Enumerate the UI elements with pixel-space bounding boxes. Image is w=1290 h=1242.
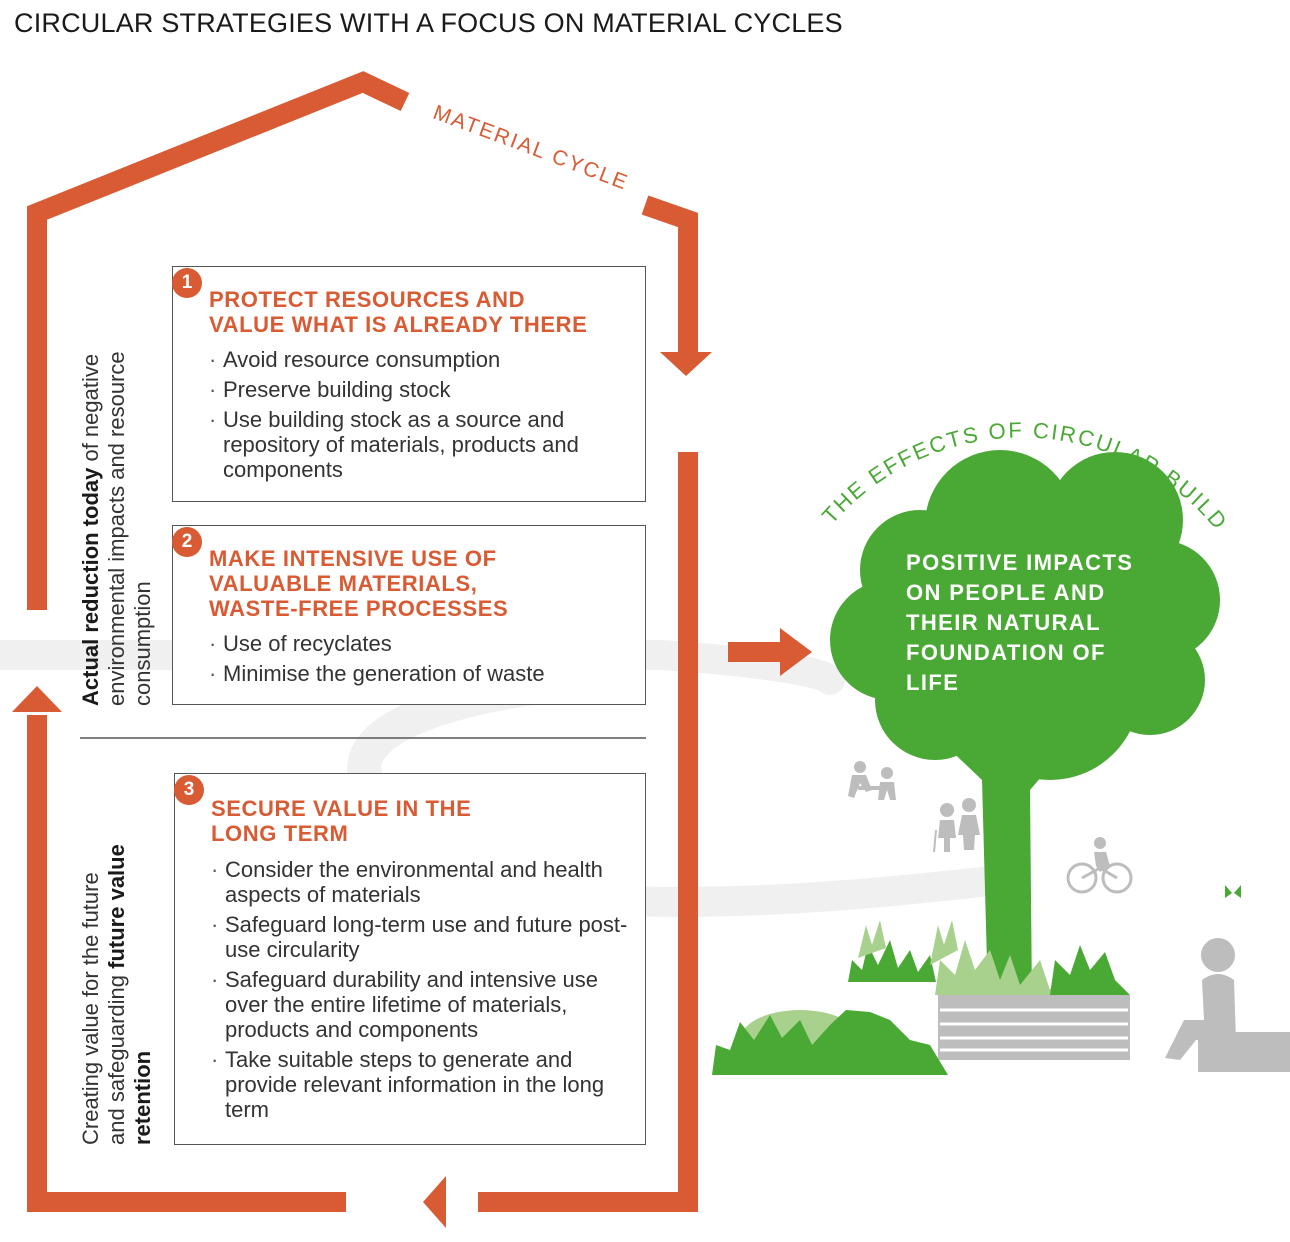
strategy-title-3: SECURE VALUE IN THE LONG TERM bbox=[211, 796, 472, 846]
tree bbox=[830, 450, 1220, 1000]
side-label-lower-line3: retention bbox=[130, 1050, 155, 1145]
strategy-number-3: 3 bbox=[174, 775, 204, 805]
strategy-box-3: SECURE VALUE IN THE LONG TERM Consider t… bbox=[174, 773, 646, 1145]
list-item: Safeguard long-term use and future post-… bbox=[211, 912, 636, 962]
list-item: Take suitable steps to generate and prov… bbox=[211, 1047, 636, 1122]
cycle-arrowhead-up bbox=[12, 686, 62, 712]
strategy-list-3: Consider the environmental and health as… bbox=[211, 857, 636, 1127]
side-label-upper-bold: Actual reduction today bbox=[78, 467, 103, 706]
effects-arrow bbox=[728, 628, 812, 676]
strategy-list-1: Avoid resource consumption Preserve buil… bbox=[209, 347, 629, 487]
material-cycle-label: MATERIAL CYCLE bbox=[430, 101, 632, 195]
side-label-lower-plain: and safeguarding bbox=[104, 968, 129, 1145]
cycle-arrowhead-down bbox=[660, 352, 712, 376]
strategy-box-1: PROTECT RESOURCES AND VALUE WHAT IS ALRE… bbox=[172, 266, 646, 502]
strategy-number-2: 2 bbox=[172, 527, 202, 557]
strategy-number-1: 1 bbox=[172, 268, 202, 298]
people-at-table-icon bbox=[848, 761, 896, 800]
side-label-lower-bold: future value bbox=[104, 844, 129, 969]
list-item: Minimise the generation of waste bbox=[209, 661, 629, 686]
side-label-upper: Actual reduction today of negative envir… bbox=[78, 351, 156, 706]
strategy-list-2: Use of recyclates Minimise the generatio… bbox=[209, 631, 629, 691]
list-item: Preserve building stock bbox=[209, 377, 629, 402]
list-item: Consider the environmental and health as… bbox=[211, 857, 636, 907]
cycle-arrowhead-left bbox=[423, 1176, 446, 1228]
tree-trunk bbox=[940, 725, 1066, 1000]
side-label-upper-rest: of negative bbox=[78, 353, 103, 468]
butterfly-icon bbox=[1225, 885, 1241, 898]
side-label-upper-line3: consumption bbox=[130, 581, 155, 706]
elderly-couple-icon bbox=[933, 798, 980, 853]
tree-crown-text: POSITIVE IMPACTS ON PEOPLE AND THEIR NAT… bbox=[906, 550, 1134, 695]
material-cycle-outline bbox=[27, 71, 698, 1212]
strategy-title-2: MAKE INTENSIVE USE OF VALUABLE MATERIALS… bbox=[209, 546, 509, 621]
bush-icon bbox=[712, 920, 958, 1075]
strategy-title-1: PROTECT RESOURCES AND VALUE WHAT IS ALRE… bbox=[209, 287, 588, 337]
page-title: CIRCULAR STRATEGIES WITH A FOCUS ON MATE… bbox=[14, 8, 843, 38]
strategy-box-2: MAKE INTENSIVE USE OF VALUABLE MATERIALS… bbox=[172, 525, 646, 705]
list-item: Use building stock as a source and repos… bbox=[209, 407, 629, 482]
side-label-upper-line2: environmental impacts and resource bbox=[104, 351, 129, 706]
sitting-person-icon bbox=[1165, 938, 1290, 1072]
list-item: Use of recyclates bbox=[209, 631, 629, 656]
tree-crown bbox=[830, 450, 1220, 780]
list-item: Safeguard durability and intensive use o… bbox=[211, 967, 636, 1042]
side-label-lower: Creating value for the future and safegu… bbox=[78, 844, 156, 1145]
cyclist-icon bbox=[1066, 837, 1133, 894]
side-label-lower-line1: Creating value for the future bbox=[78, 872, 103, 1145]
planter-icon bbox=[935, 940, 1130, 1060]
list-item: Avoid resource consumption bbox=[209, 347, 629, 372]
